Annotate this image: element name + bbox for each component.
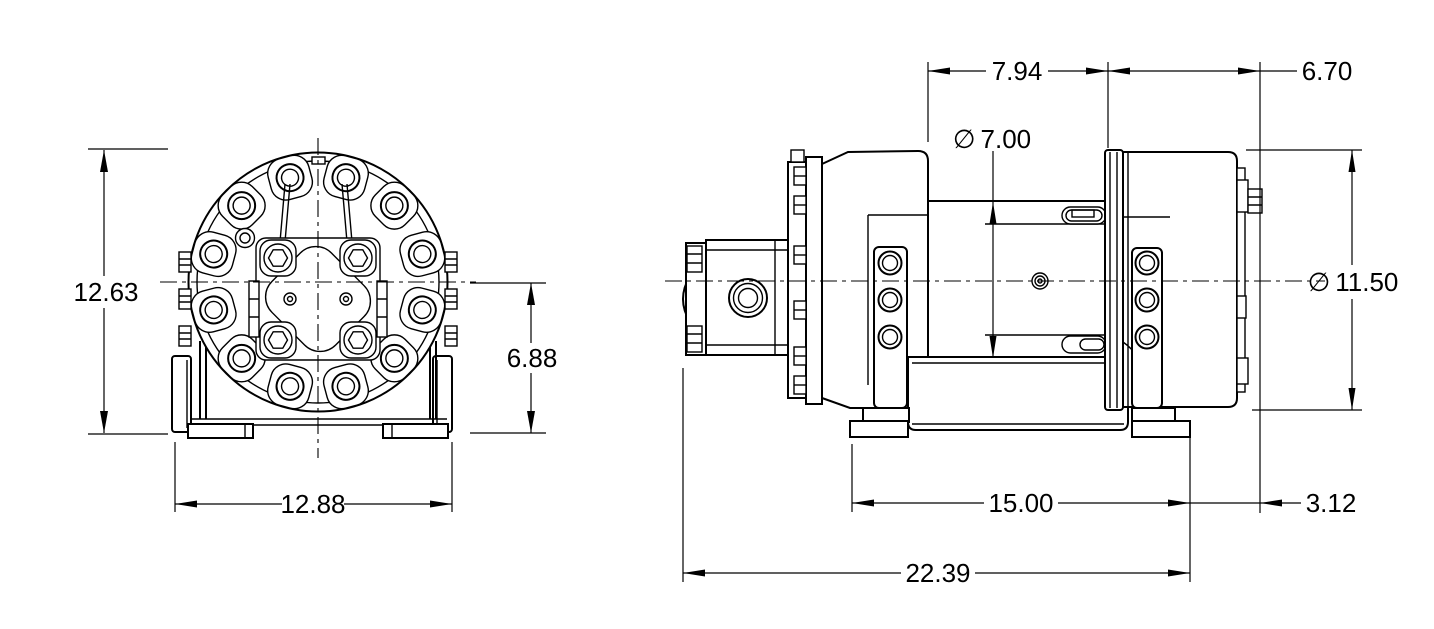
end-cover-bolt xyxy=(1247,188,1263,214)
end-cover xyxy=(1236,167,1263,393)
dim-text-centerline-height: 6.88 xyxy=(507,343,558,373)
rope-anchor-slot-bottom xyxy=(1061,335,1107,354)
plug-hole xyxy=(234,227,256,249)
dimensions: 12.63 6.88 12.88 7.94 6.70 xyxy=(73,56,1398,588)
dim-text-drum-length: 7.94 xyxy=(992,56,1043,86)
side-view xyxy=(665,149,1325,438)
dim-text-overall-height: 12.63 xyxy=(73,277,138,307)
dim-centerline-height: 6.88 xyxy=(507,283,558,433)
dim-flange-diameter: ∅11.50 xyxy=(1308,150,1399,410)
dim-text-mounting-length: 15.00 xyxy=(988,488,1053,518)
dim-mounting-length: 15.00 xyxy=(852,488,1190,518)
motor-port xyxy=(728,278,768,318)
front-base xyxy=(171,341,453,439)
dim-text-motor-end-length: 6.70 xyxy=(1302,56,1353,86)
dim-overall-height: 12.63 xyxy=(73,150,139,433)
hub-corner-boss xyxy=(339,321,377,359)
hub-corner-boss xyxy=(339,239,377,277)
dim-text-end-overhang: 3.12 xyxy=(1306,488,1357,518)
dim-end-overhang: 3.12 xyxy=(1190,488,1356,518)
base-bed xyxy=(907,356,1129,431)
front-foot-right xyxy=(382,423,449,439)
dim-drum-diameter: ∅7.00 xyxy=(953,124,1031,358)
rope-anchor-slot-top xyxy=(1061,206,1107,225)
dim-text-overall-length: 22.39 xyxy=(905,558,970,588)
right-flange-disc xyxy=(1104,149,1124,411)
dim-motor-end-length: 6.70 xyxy=(1108,56,1352,86)
dim-text-base-width: 12.88 xyxy=(280,489,345,519)
support-leg-right xyxy=(1131,247,1191,438)
hydraulic-motor xyxy=(682,239,789,356)
bolt-bosses xyxy=(190,154,446,410)
rim-side-bolts xyxy=(178,251,458,347)
hub-corner-boss xyxy=(259,239,297,277)
hub-corner-boss xyxy=(259,321,297,359)
dim-text-flange-diameter: ∅11.50 xyxy=(1308,267,1399,297)
front-foot-left xyxy=(187,423,254,439)
support-leg-left xyxy=(849,246,910,438)
adapter-plate xyxy=(787,149,823,405)
dim-base-width: 12.88 xyxy=(175,489,452,519)
dim-drum-length: 7.94 xyxy=(928,56,1108,86)
front-view xyxy=(160,138,476,458)
dim-overall-length: 22.39 xyxy=(683,558,1190,588)
dim-text-drum-diameter: ∅7.00 xyxy=(953,124,1031,154)
